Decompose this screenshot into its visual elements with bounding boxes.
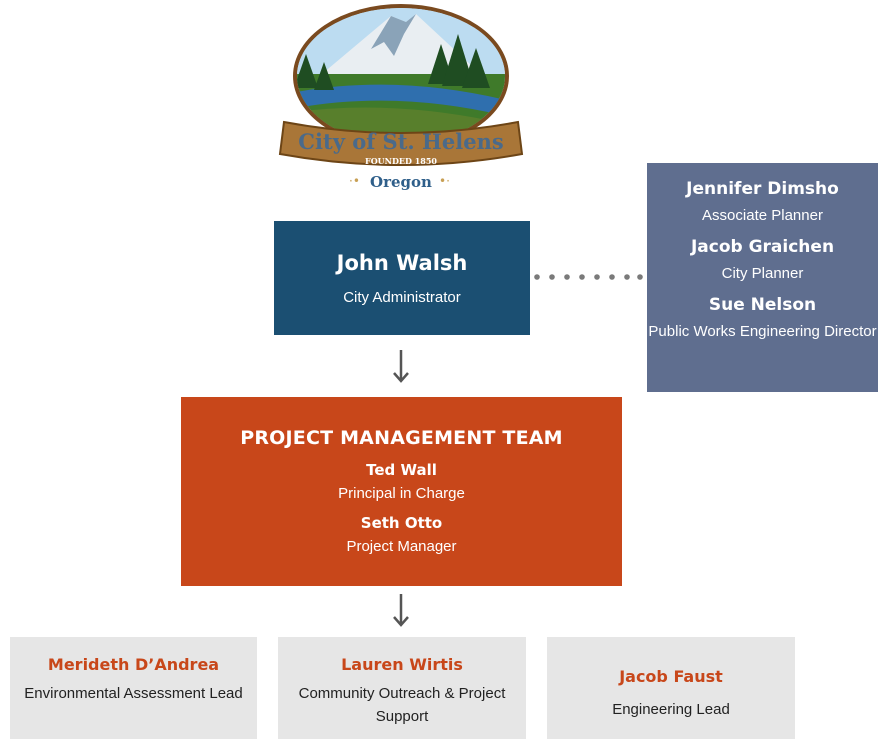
advisor-role: Public Works Engineering Director: [648, 323, 877, 340]
advisor-name: Sue Nelson: [708, 295, 817, 315]
pmt-member: Seth Otto Project Manager: [181, 514, 622, 555]
pmt-member-role: Project Manager: [346, 538, 457, 555]
advisor-entry: Jacob Graichen City Planner: [647, 237, 878, 284]
project-management-team-box: PROJECT MANAGEMENT TEAM Ted Wall Princip…: [181, 397, 622, 586]
advisor-name: Jennifer Dimsho: [686, 179, 839, 199]
pmt-member: Ted Wall Principal in Charge: [181, 461, 622, 502]
administrator-name: John Walsh: [336, 251, 468, 275]
svg-text:Oregon: Oregon: [370, 173, 432, 191]
lead-box-environmental: Merideth D’Andrea Environmental Assessme…: [10, 637, 257, 739]
svg-text:City of St. Helens: City of St. Helens: [298, 129, 503, 154]
advisor-entry: Jennifer Dimsho Associate Planner: [647, 179, 878, 226]
lead-box-engineering: Jacob Faust Engineering Lead: [547, 637, 795, 739]
pmt-title: PROJECT MANAGEMENT TEAM: [240, 427, 563, 449]
city-logo: City of St. Helens FOUNDED 1850 Oregon ·…: [278, 4, 524, 191]
svg-text:·•: ·•: [349, 174, 360, 188]
dotted-connector: [534, 274, 643, 280]
advisor-role: City Planner: [721, 265, 804, 282]
lead-role: Community Outreach & Project Support: [298, 685, 506, 725]
lead-name: Merideth D’Andrea: [47, 655, 220, 674]
lead-name: Lauren Wirtis: [341, 655, 463, 674]
lead-name: Jacob Faust: [619, 667, 723, 686]
administrator-role: City Administrator: [343, 289, 461, 306]
lead-role: Environmental Assessment Lead: [24, 685, 243, 702]
advisor-entry: Sue Nelson Public Works Engineering Dire…: [647, 295, 878, 342]
advisor-role: Associate Planner: [702, 207, 823, 224]
pmt-member-name: Ted Wall: [366, 461, 437, 479]
pmt-member-role: Principal in Charge: [338, 485, 465, 502]
pmt-member-name: Seth Otto: [360, 514, 443, 532]
advisor-name: Jacob Graichen: [690, 237, 835, 257]
svg-text:FOUNDED 1850: FOUNDED 1850: [365, 156, 437, 166]
svg-text:•·: •·: [439, 174, 450, 188]
city-administrator-box: John Walsh City Administrator: [274, 221, 530, 335]
down-arrow-icon: [393, 350, 409, 383]
lead-role: Engineering Lead: [612, 701, 730, 718]
down-arrow-icon: [393, 594, 409, 627]
planning-advisors-box: Jennifer Dimsho Associate Planner Jacob …: [647, 163, 878, 392]
lead-box-outreach: Lauren Wirtis Community Outreach & Proje…: [278, 637, 526, 739]
